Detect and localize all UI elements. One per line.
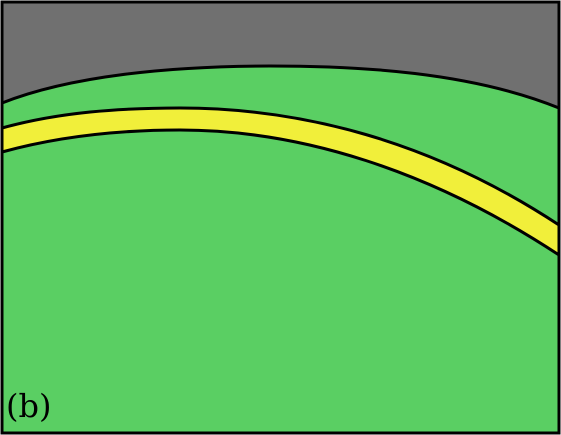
- yellow-band-upper-edge: [1, 106, 560, 227]
- top-gray-region: [2, 2, 559, 108]
- panel-label: (b): [6, 387, 52, 425]
- yellow-band-lower-edge: [1, 128, 560, 257]
- yellow-band: [2, 108, 559, 255]
- top-boundary-curve: [1, 64, 560, 110]
